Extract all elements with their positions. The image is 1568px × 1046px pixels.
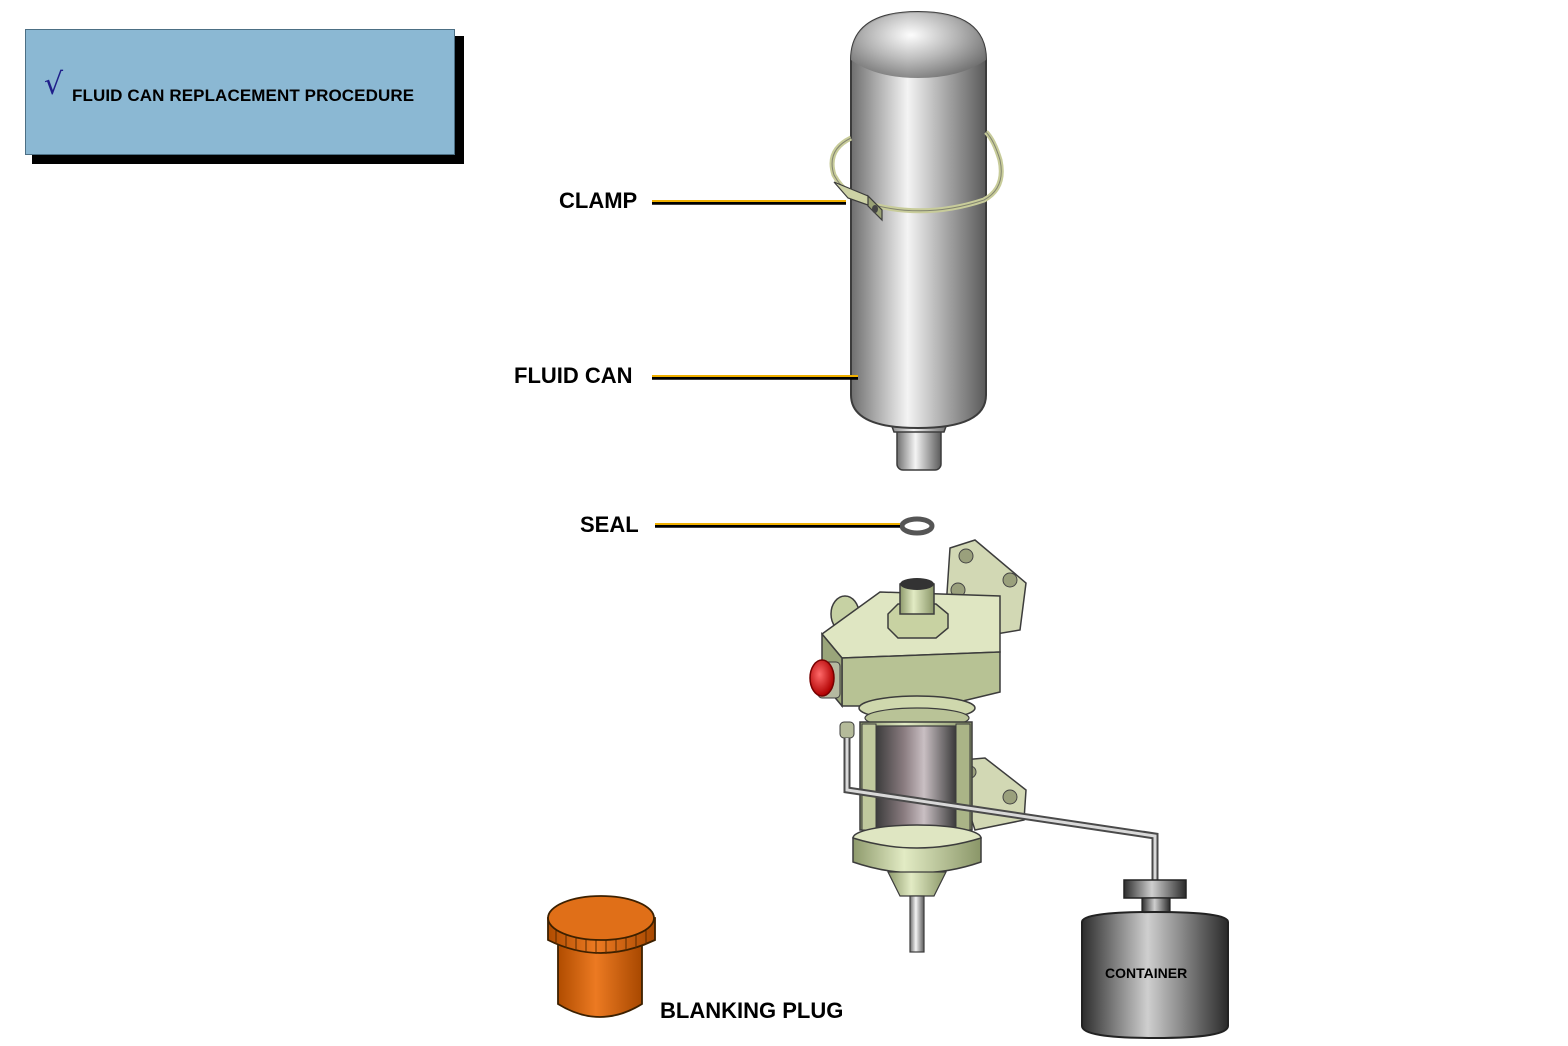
label-container: CONTAINER <box>1105 965 1188 981</box>
label-blanking-plug: BLANKING PLUG <box>660 998 844 1023</box>
procedure-title: FLUID CAN REPLACEMENT PROCEDURE <box>72 86 415 105</box>
seal-ring <box>899 516 935 536</box>
blanking-plug <box>547 895 656 1018</box>
leader-lines <box>652 200 900 528</box>
fluid-can <box>850 10 987 471</box>
title-box: √ FLUID CAN REPLACEMENT PROCEDURE <box>25 29 455 155</box>
container <box>1081 879 1229 1040</box>
filter-housing <box>809 539 1159 953</box>
check-mark-icon: √ <box>44 67 64 102</box>
label-clamp: CLAMP <box>559 188 638 213</box>
label-fluid-can: FLUID CAN <box>514 363 633 388</box>
clamp <box>829 130 1004 222</box>
label-seal: SEAL <box>580 512 639 537</box>
